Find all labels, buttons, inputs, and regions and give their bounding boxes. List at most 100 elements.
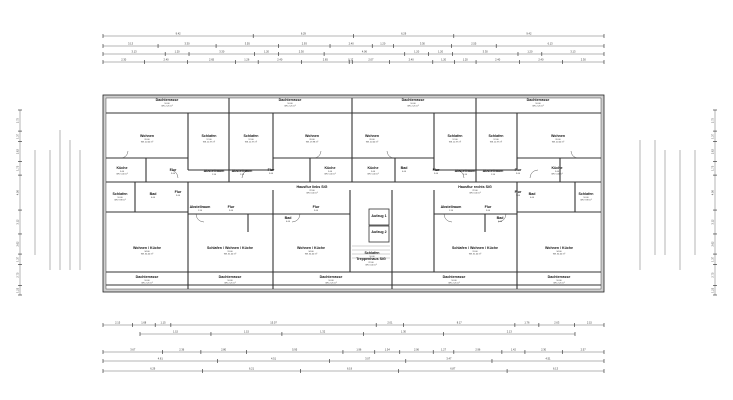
dimension-value: 1.68 bbox=[141, 321, 147, 325]
room-sublabel: 12.00 bbox=[248, 139, 254, 141]
room-label: Schlafen bbox=[579, 192, 594, 196]
room-sublabel: Wfl. 2.25 m² bbox=[448, 282, 460, 285]
room-label: Flur bbox=[268, 168, 275, 172]
room-sublabel: 1.50 bbox=[491, 174, 496, 176]
dimension-value: 1.54 bbox=[385, 348, 391, 352]
room-sublabel: 10.00 bbox=[117, 197, 123, 199]
dimension-value: 2.75 bbox=[711, 272, 715, 278]
room-label: Flur bbox=[170, 168, 177, 172]
room-label: Hausflur rechts SiG bbox=[458, 185, 492, 189]
dimension-value: 3.13 bbox=[132, 50, 138, 54]
room-sublabel: 20.00 bbox=[309, 139, 315, 141]
room-sublabel: 5.00 bbox=[120, 171, 125, 173]
dimension-value: 1.30 bbox=[401, 330, 407, 334]
dimension-value: 2.40 bbox=[538, 58, 544, 62]
room-sublabel: Wfl. 2.25 m² bbox=[532, 105, 544, 108]
dimension-value: 3.13 bbox=[128, 42, 134, 46]
room-label: Flur bbox=[485, 205, 492, 209]
dimension-value: 6.21 bbox=[249, 367, 255, 371]
dimension-value: 2.62 bbox=[16, 241, 20, 247]
room-label: Bad bbox=[497, 216, 504, 220]
dimension-value: 2.75 bbox=[16, 117, 20, 123]
dimension-value: 2.80 bbox=[221, 348, 227, 352]
room-sublabel: 22.00 bbox=[309, 190, 315, 192]
dimension-value: 3.55 bbox=[245, 42, 251, 46]
room-sublabel: Wfl. 11.97 m² bbox=[203, 141, 216, 144]
room-sublabel: Wfl. 20.00 m² bbox=[141, 141, 154, 144]
room-label: Wohnen / Küche bbox=[133, 246, 161, 250]
room-sublabel: 3.00 bbox=[176, 195, 181, 197]
interior-walls bbox=[106, 98, 601, 289]
dimension-value: 3.12 bbox=[711, 219, 715, 225]
dimension-value: 4.56 bbox=[16, 189, 20, 195]
room-label: Abstellraum bbox=[441, 205, 462, 209]
dimension-value: 6.87 bbox=[450, 367, 456, 371]
room-label: Flur bbox=[515, 190, 522, 194]
lift-shaft bbox=[368, 208, 390, 226]
dimension-value: 3.30 bbox=[185, 42, 191, 46]
room-sublabel: Wfl. 0.00 m² bbox=[365, 264, 377, 267]
room-label: Wohnen bbox=[140, 134, 154, 138]
room-label: Bad bbox=[150, 192, 157, 196]
room-label: Abstellraum bbox=[483, 169, 504, 173]
room-sublabel: Wfl. 2.25 m² bbox=[553, 282, 565, 285]
room-sublabel: 12.00 bbox=[206, 139, 212, 141]
dimension-value: 2.55 bbox=[471, 42, 477, 46]
room-sublabel: Wfl. 34.00 m² bbox=[305, 253, 318, 256]
dimension-value: 1.20 bbox=[175, 50, 181, 54]
room-sublabel: Wfl. 2.25 m² bbox=[224, 282, 236, 285]
dimension-value: 6.29 bbox=[150, 367, 156, 371]
room-sublabel: 31.00 bbox=[227, 251, 233, 253]
dimension-value: 1.75 bbox=[711, 165, 715, 171]
room-sublabel: 12.00 bbox=[493, 139, 499, 141]
room-sublabel: Wfl. 11.97 m² bbox=[449, 141, 462, 144]
dimension-value: 6.13 bbox=[548, 42, 554, 46]
dimension-value: 2.30 bbox=[581, 58, 587, 62]
room-sublabel: Wfl. 5.00 m² bbox=[551, 173, 563, 176]
dimension-value: 2.63 bbox=[554, 321, 560, 325]
dimension-value: 2.06 bbox=[414, 348, 420, 352]
room-sublabel: 10.00 bbox=[410, 103, 416, 105]
door-swings bbox=[120, 150, 579, 223]
room-sublabel: 3.00 bbox=[269, 173, 274, 175]
dimension-chain: 2.751.372.621.754.563.122.621.372.751.22 bbox=[16, 109, 22, 296]
room-label: Flur bbox=[228, 205, 235, 209]
room-label: Schlafen bbox=[244, 134, 259, 138]
room-label: Küche bbox=[552, 166, 563, 170]
dimension-value: 2.62 bbox=[711, 241, 715, 247]
dimension-value: 1.27 bbox=[441, 348, 447, 352]
room-sublabel: 10.00 bbox=[535, 103, 541, 105]
room-label: Abstellraum bbox=[232, 169, 253, 173]
room-label: Dachterrasse bbox=[443, 275, 466, 279]
room-sublabel: 10.00 bbox=[556, 280, 562, 282]
dimension-value: 2.96 bbox=[475, 348, 481, 352]
room-sublabel: 1.50 bbox=[463, 174, 468, 176]
dimension-value: 1.37 bbox=[711, 133, 715, 139]
room-label: Küche bbox=[117, 166, 128, 170]
dimension-value: 1.37 bbox=[16, 133, 20, 139]
dimension-value: 2.75 bbox=[711, 117, 715, 123]
room-sublabel: 4.00 bbox=[498, 221, 503, 223]
room-lift1: Aufzug 1 bbox=[371, 214, 386, 218]
